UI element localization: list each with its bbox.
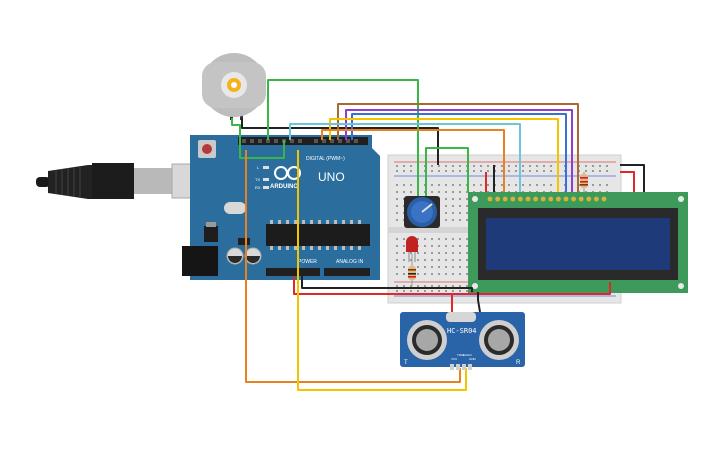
capacitors	[226, 247, 262, 265]
wires	[231, 79, 645, 391]
lcd-display[interactable]	[468, 192, 688, 293]
wire-blue	[351, 113, 567, 192]
sensor-corner-right: R	[516, 360, 521, 366]
wire-red-right	[620, 171, 635, 192]
wire-yellow-trig	[297, 150, 467, 391]
svg-text:TX: TX	[255, 177, 260, 182]
resistor-icon[interactable]	[580, 172, 588, 192]
digital-header[interactable]	[238, 137, 368, 145]
brand-label: ARDUINO	[270, 184, 298, 190]
lcd-pins	[487, 196, 607, 202]
svg-text:VCC: VCC	[451, 357, 458, 361]
sensor-pin-labels: VCC TRIG ECHO GND	[451, 353, 477, 361]
svg-text:TRIG: TRIG	[457, 353, 465, 357]
sensor-corner-left: T	[404, 360, 408, 366]
arduino-uno-board[interactable]: DIGITAL (PWM~) UNO ARDUINO TX RX L	[182, 135, 380, 280]
wire-orange-top	[321, 129, 505, 192]
sensor-transducer-right	[479, 320, 519, 360]
resistor-icon[interactable]	[408, 262, 416, 286]
power-label: POWER	[298, 259, 317, 265]
svg-text:RX: RX	[255, 185, 261, 190]
lcd-screen	[486, 218, 670, 270]
wire-green-top	[267, 79, 419, 205]
atmega-chip	[266, 224, 370, 246]
dc-motor-icon[interactable]	[202, 53, 266, 120]
svg-text:ECHO: ECHO	[463, 353, 472, 357]
sensor-transducer-left	[407, 320, 447, 360]
sensor-model-label: HC-SR04	[447, 327, 477, 335]
sensor-pins[interactable]	[450, 364, 472, 370]
sensor-crystal	[446, 312, 476, 322]
led-icon[interactable]	[406, 236, 418, 262]
power-jack	[182, 246, 218, 276]
wire-black-sensor	[477, 292, 481, 313]
svg-text:L: L	[257, 165, 260, 170]
potentiometer-icon[interactable]	[404, 196, 440, 228]
wire-motor-green	[231, 118, 285, 159]
wire-motor-black	[241, 118, 439, 165]
ultrasonic-sensor[interactable]: HC-SR04 T R VCC TRIG ECHO GND	[400, 312, 525, 370]
wire-brown	[337, 103, 579, 192]
usb-cable-icon[interactable]	[36, 163, 213, 199]
wire-black-right	[620, 164, 645, 192]
digital-header-label: DIGITAL (PWM~)	[306, 156, 345, 162]
analog-header[interactable]	[324, 268, 370, 276]
svg-text:GND: GND	[469, 357, 477, 361]
power-header[interactable]	[266, 268, 320, 276]
wire-orange-echo	[245, 150, 461, 383]
board-model-label: UNO	[318, 170, 345, 184]
wire-green-pot	[425, 147, 469, 205]
wire-black-bottom	[301, 276, 473, 292]
crystal-oscillator	[224, 202, 246, 214]
analog-label: ANALOG IN	[336, 259, 364, 265]
wire-cyan	[289, 123, 521, 192]
status-leds: TX RX L	[255, 165, 269, 190]
arduino-logo-icon	[274, 166, 301, 180]
voltage-regulator	[204, 226, 218, 242]
